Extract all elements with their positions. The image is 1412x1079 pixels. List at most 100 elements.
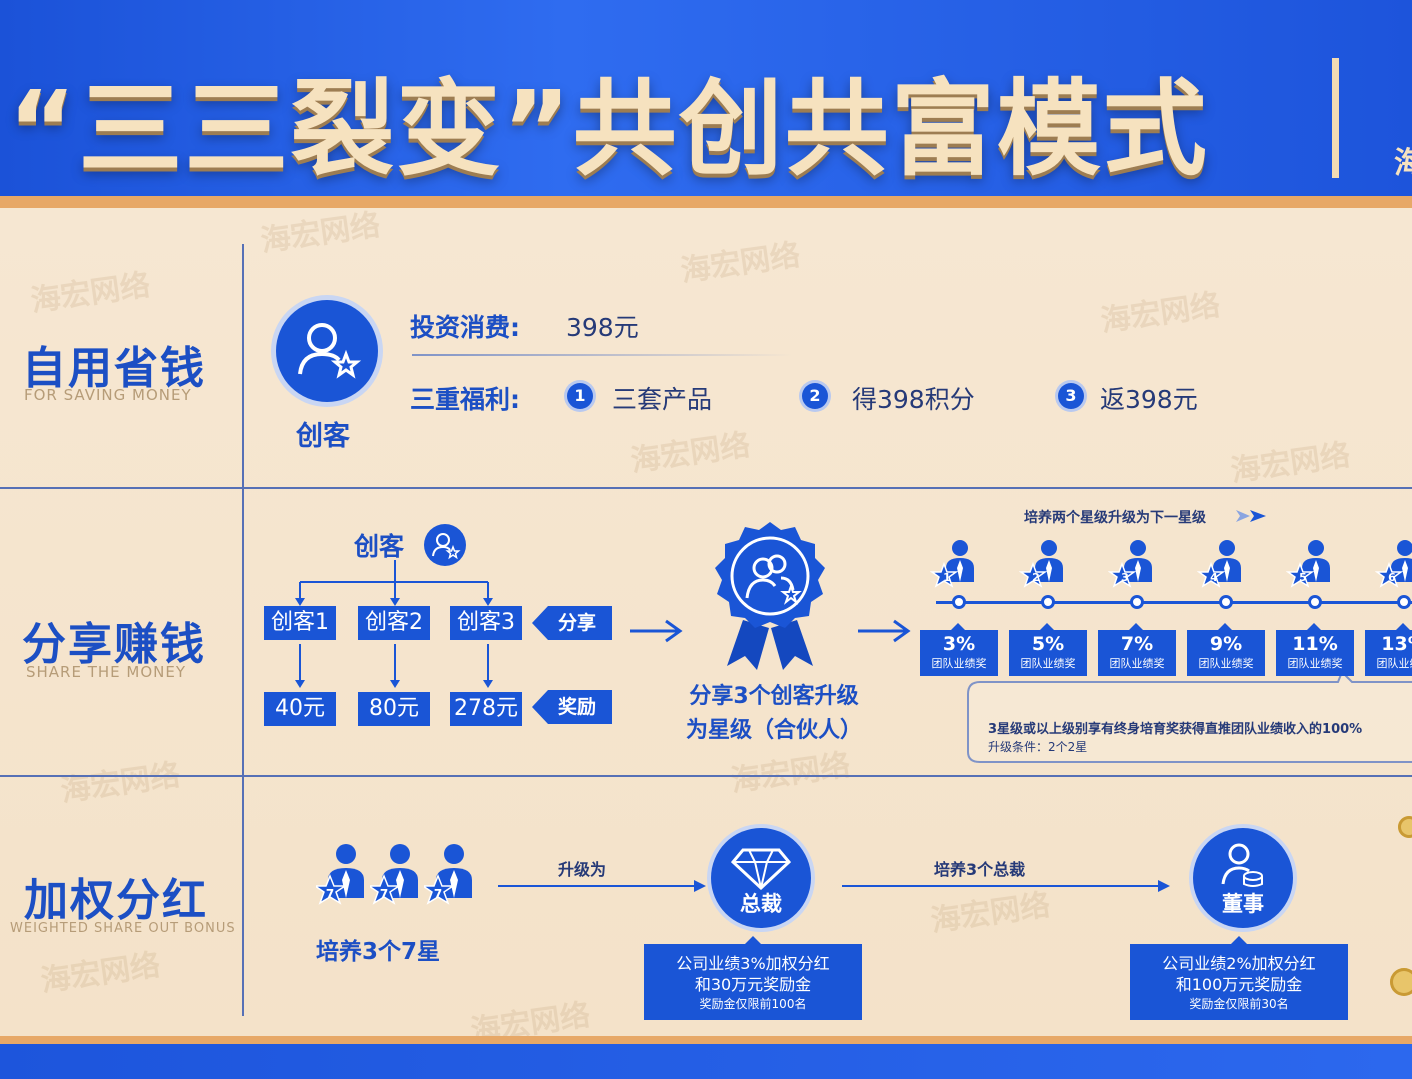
- bonus-box-pointer: [1040, 623, 1054, 630]
- director-circle: [1193, 828, 1293, 928]
- tree-root-avatar: [424, 524, 466, 566]
- team-bonus-percent: 5%: [1031, 633, 1065, 655]
- team-bonus-percent: 3%: [942, 633, 976, 655]
- page-title: “三三裂变”共创共富模式: [8, 68, 1209, 190]
- child-maker-box: 创客3: [450, 606, 522, 640]
- watermark: 海宏网络: [628, 427, 753, 480]
- reward-box: 278元: [450, 692, 522, 726]
- cultivate-president-label: 培养3个总裁: [934, 860, 1026, 879]
- benefit-item: 得398积分: [852, 385, 975, 414]
- section-subtitle-saving: FOR SAVING MONEY: [24, 386, 192, 404]
- section-subtitle-dividend: WEIGHTED SHARE OUT BONUS: [10, 921, 236, 936]
- star-person-icon: [1018, 538, 1063, 588]
- director-label: 董事: [1222, 892, 1264, 916]
- user-coin-icon: [1221, 843, 1263, 887]
- seven-star-number: 7: [379, 887, 389, 901]
- benefit-item: 返398元: [1100, 385, 1198, 414]
- bonus-box-pointer: [1307, 623, 1321, 630]
- arrow-right-icon: [842, 880, 1170, 892]
- benefit-item: 三套产品: [612, 385, 713, 414]
- cultivate-note: 培养两个星级升级为下一星级: [1024, 510, 1206, 526]
- maker-avatar: [276, 300, 378, 402]
- column-divider: [242, 244, 244, 1016]
- president-info-line1: 公司业绩3%加权分红: [676, 954, 830, 973]
- team-bonus-label: 团队业绩奖: [1198, 657, 1254, 670]
- reward-tag: 奖励: [532, 690, 612, 724]
- team-bonus-percent: 13%: [1381, 633, 1412, 655]
- team-bonus-box: 7%团队业绩奖: [1098, 623, 1176, 676]
- president-info-box: 公司业绩3%加权分红 和30万元奖励金 奖励金仅限前100名: [644, 936, 862, 1020]
- header-banner: “三三裂变”共创共富模式 海: [0, 0, 1412, 205]
- team-bonus-label: 团队业绩奖: [1287, 657, 1343, 670]
- bonus-box-pointer: [1218, 623, 1232, 630]
- tree-root-label: 创客: [354, 532, 405, 561]
- header-accent-band: [0, 196, 1412, 208]
- benefit-number-badge: 2: [802, 383, 828, 409]
- section-title-saving: 自用省钱: [22, 343, 206, 394]
- seven-star-number: 7: [433, 887, 443, 901]
- invest-label: 投资消费:: [410, 313, 520, 342]
- header-logo-fragment: 海: [1394, 146, 1412, 181]
- team-bonus-percent: 11%: [1292, 633, 1338, 655]
- watermark: 海宏网络: [678, 237, 803, 290]
- upgrade-text-line1: 分享3个创客升级: [689, 684, 859, 709]
- team-bonus-box: 3%团队业绩奖: [920, 623, 998, 676]
- timeline-node: [1308, 595, 1322, 609]
- maker-label: 创客: [296, 421, 350, 452]
- team-bonus-box: 13% 团队业绩奖: [1365, 623, 1412, 676]
- team-bonus-label: 团队业绩奖: [1109, 657, 1165, 670]
- seven-star-person-icon: [312, 842, 372, 908]
- partner-medal-icon: [715, 522, 825, 670]
- bubble-text-line1: 3星级或以上级别享有终身培育奖获得直推团队业绩收入的100%: [988, 722, 1363, 737]
- seven-star-person-icon: [366, 842, 426, 908]
- president-info-line2: 和30万元奖励金: [694, 975, 812, 994]
- section-title-dividend: 加权分红: [24, 875, 208, 926]
- star-level-number: 1: [943, 571, 951, 584]
- watermark: 海宏网络: [1228, 437, 1353, 490]
- reward-box: 80元: [358, 692, 430, 726]
- star-timeline: [936, 601, 1412, 604]
- benefit-number-badge: 3: [1058, 383, 1084, 409]
- team-bonus-box: 11% 团队业绩奖: [1276, 623, 1354, 676]
- user-star-icon: [298, 323, 362, 379]
- coin-icon: [1398, 816, 1412, 838]
- star-person-icon: [929, 538, 974, 588]
- invest-value: 398元: [566, 313, 639, 342]
- section-title-sharing: 分享赚钱: [22, 619, 206, 670]
- star-level-number: 3: [1121, 571, 1129, 584]
- watermark: 海宏网络: [58, 757, 183, 810]
- arrow-right-icon: [498, 880, 706, 892]
- invest-underline: [412, 354, 792, 356]
- watermark: 海宏网络: [258, 207, 383, 260]
- star-person-icon: [1374, 538, 1412, 588]
- watermark: 海宏网络: [728, 747, 853, 800]
- team-bonus-label: 团队业绩奖: [1020, 657, 1076, 670]
- info-box-pointer: [745, 936, 761, 944]
- info-box-pointer: [1231, 936, 1247, 944]
- benefit-label: 三重福利:: [410, 385, 520, 414]
- star-level-number: 2: [1032, 571, 1040, 584]
- bubble-text-line2: 升级条件：2个2星: [988, 740, 1088, 754]
- team-bonus-box: 5% 团队业绩奖: [1009, 623, 1087, 676]
- watermark: 海宏网络: [38, 947, 163, 1000]
- team-bonus-percent: 9%: [1209, 633, 1243, 655]
- footer-band: [0, 1036, 1412, 1079]
- child-maker-box: 创客2: [358, 606, 430, 640]
- upgrade-to-label: 升级为: [558, 860, 607, 879]
- coin-icon: [1390, 968, 1412, 996]
- star-person-icon: [1196, 538, 1241, 588]
- timeline-node: [1041, 595, 1055, 609]
- cultivate-seven-star-label: 培养3个7星: [316, 939, 441, 965]
- star-person-icon: [1107, 538, 1152, 588]
- director-info-line1: 公司业绩2%加权分红: [1162, 954, 1316, 973]
- arrow-right-icon: [858, 619, 911, 643]
- timeline-node: [1397, 595, 1411, 609]
- president-label: 总裁: [740, 892, 782, 916]
- director-info-line3: 奖励金仅限前30名: [1189, 997, 1289, 1011]
- watermark: 海宏网络: [1098, 287, 1223, 340]
- reward-box: 40元: [264, 692, 336, 726]
- diamond-icon: [730, 848, 792, 891]
- star-level-number: 6: [1388, 571, 1396, 584]
- team-bonus-box: 9% 团队业绩奖: [1187, 623, 1265, 676]
- team-bonus-label: 团队业绩奖: [1376, 657, 1412, 670]
